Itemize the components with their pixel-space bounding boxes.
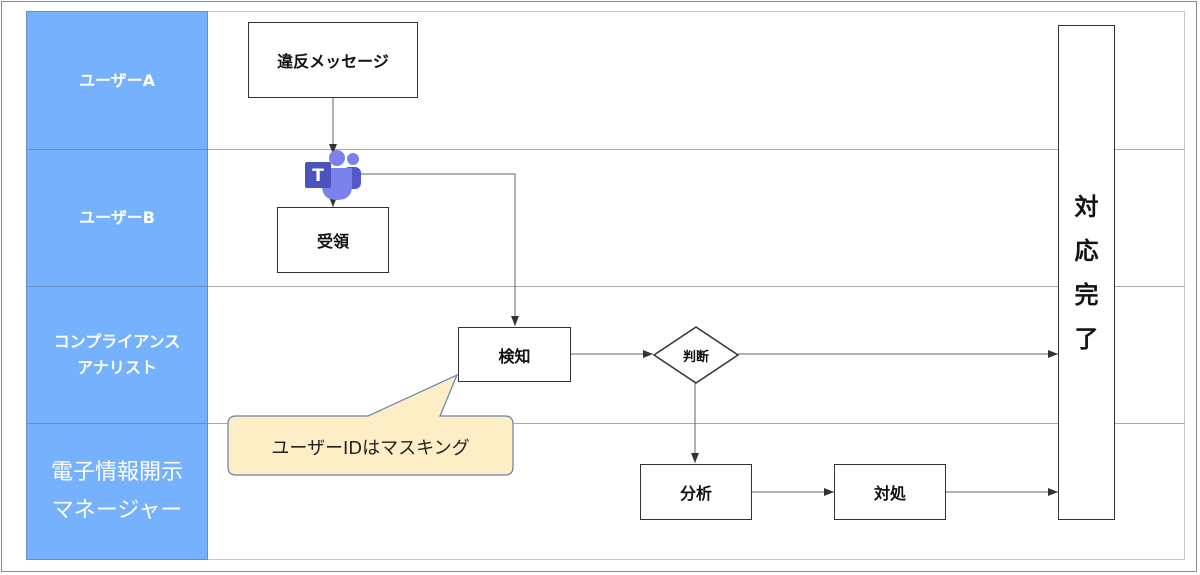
lane-divider [26, 286, 1185, 287]
microsoft-teams-icon: T [305, 150, 361, 200]
decision-diamond [652, 326, 740, 384]
lane-header-compliance-analyst: コンプライアンス アナリスト [26, 286, 208, 424]
svg-text:T: T [312, 166, 324, 186]
lane-label: ユーザーB [79, 208, 155, 227]
lane-label-line1: コンプライアンス [53, 332, 181, 351]
lane-header-ediscovery-manager: 電子情報開示 マネージャー [26, 423, 208, 560]
node-done: 対 応 完 了 [1058, 25, 1115, 520]
lane-divider [26, 149, 1185, 150]
node-handle: 対処 [834, 464, 946, 520]
lane-header-user-a: ユーザーA [26, 11, 208, 150]
lane-label-line2: マネージャー [51, 497, 183, 523]
node-receive: 受領 [277, 207, 389, 273]
decision-label: 判断 [682, 349, 709, 365]
node-label: 分析 [679, 484, 712, 503]
arrow-teams-to-detect [360, 173, 519, 326]
callout-text: ユーザーIDはマスキング [271, 438, 470, 459]
done-char: 対 [1074, 192, 1099, 221]
node-label: 対処 [873, 484, 906, 503]
node-label: 違反メッセージ [277, 52, 389, 71]
node-label: 検知 [498, 346, 531, 366]
done-char: 了 [1074, 324, 1099, 353]
lane-label-line2: アナリスト [77, 358, 157, 377]
node-violation-message: 違反メッセージ [248, 22, 418, 98]
done-char: 完 [1074, 280, 1099, 309]
lane-divider [26, 423, 1185, 424]
callout-bubble [227, 373, 514, 476]
lane-label: ユーザーA [78, 70, 156, 90]
node-label: 受領 [316, 232, 349, 251]
node-analyze: 分析 [640, 464, 752, 520]
lane-label-line1: 電子情報開示 [50, 459, 183, 485]
node-detect: 検知 [458, 327, 571, 382]
done-char: 応 [1074, 236, 1099, 265]
